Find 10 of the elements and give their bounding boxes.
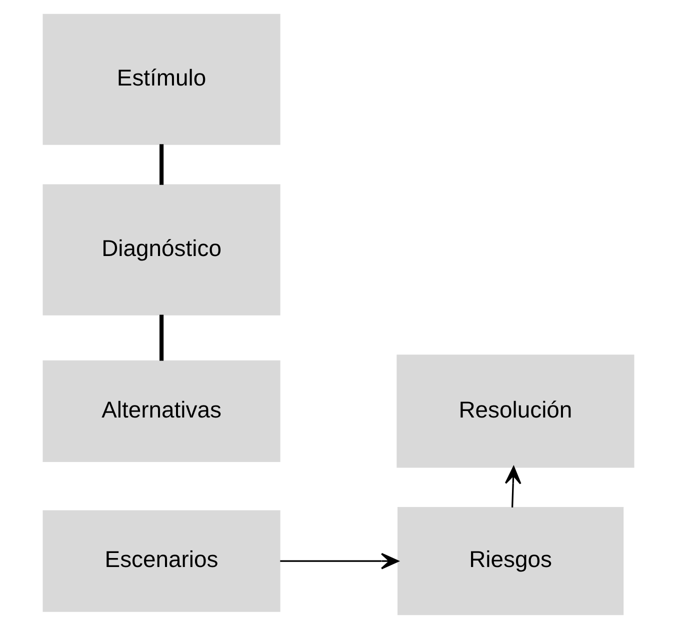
arrow	[504, 466, 522, 508]
connector	[159, 144, 164, 185]
node-box: Alternativas	[42, 360, 280, 462]
connector	[159, 314, 164, 361]
arrow	[280, 552, 399, 570]
node-box: Riesgos	[398, 507, 624, 616]
node-box: Diagnóstico	[42, 184, 280, 316]
node-box: Resolución	[396, 354, 634, 468]
node-box: Escenarios	[42, 510, 280, 612]
node-box: Estímulo	[42, 14, 280, 145]
